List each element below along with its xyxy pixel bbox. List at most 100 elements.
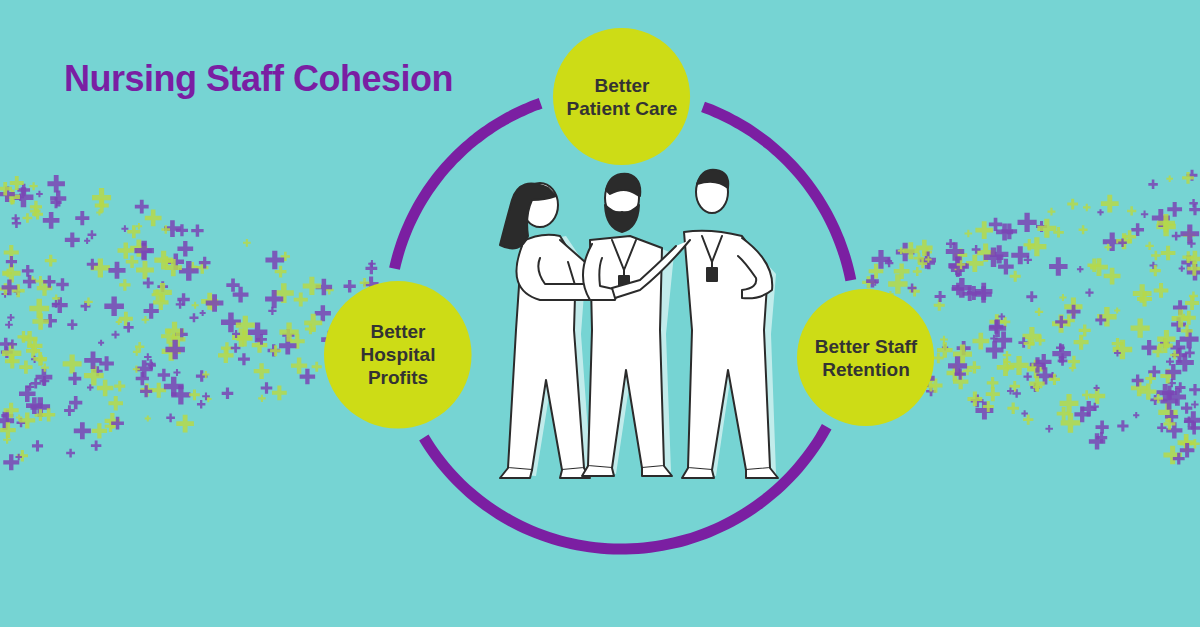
plus-sign (1180, 443, 1195, 458)
plus-sign (1154, 283, 1169, 298)
plus-sign (30, 182, 38, 190)
plus-sign (1112, 338, 1124, 350)
plus-sign (140, 383, 153, 396)
plus-sign (63, 354, 82, 373)
plus-sign (1096, 421, 1109, 434)
plus-sign (1166, 175, 1173, 182)
plus-sign (256, 334, 267, 345)
diagram-title: Nursing Staff Cohesion (64, 58, 453, 100)
plus-sign (98, 340, 104, 346)
plus-sign (1048, 208, 1056, 216)
benefit-circle: Better Patient Care (553, 28, 690, 165)
plus-sign (22, 265, 34, 277)
plus-sign (84, 238, 90, 244)
plus-sign (119, 279, 130, 290)
plus-sign (294, 293, 308, 307)
plus-sign (1131, 319, 1150, 338)
plus-sign (15, 454, 21, 460)
plus-sign (68, 372, 81, 385)
plus-sign (123, 322, 133, 332)
plus-sign (116, 319, 122, 325)
plus-sign (27, 338, 42, 353)
plus-sign (158, 369, 170, 381)
benefit-circle: Better Hospital Profits (324, 281, 472, 429)
plus-sign (91, 440, 101, 450)
plus-sign (64, 405, 75, 416)
plus-sign (6, 256, 17, 267)
plus-sign (1141, 211, 1148, 218)
plus-sign (161, 225, 170, 234)
plus-sign (1029, 376, 1044, 391)
plus-sign (1059, 353, 1067, 361)
plus-sign (144, 303, 159, 318)
plus-sign (913, 267, 922, 276)
plus-sign (952, 278, 972, 298)
plus-sign (136, 223, 142, 229)
plus-sign (1172, 232, 1181, 241)
plus-sign (152, 289, 163, 300)
plus-sign (176, 224, 188, 236)
plus-sign (133, 366, 140, 373)
plus-sign (1189, 384, 1200, 396)
plus-sign (1189, 292, 1198, 301)
plus-sign (1007, 402, 1019, 414)
plus-sign (866, 275, 879, 288)
plus-sign (0, 422, 16, 438)
plus-sign (1175, 382, 1185, 392)
plus-sign (47, 175, 64, 192)
plus-sign (236, 316, 255, 335)
plus-sign (173, 369, 180, 376)
plus-sign (265, 290, 283, 308)
plus-sign (36, 191, 43, 198)
plus-sign (1150, 265, 1161, 276)
plus-sign (987, 377, 999, 389)
plus-sign (1035, 308, 1043, 316)
plus-sign (275, 266, 287, 278)
plus-sign (1137, 292, 1152, 307)
plus-sign (872, 250, 891, 269)
plus-sign (1003, 351, 1011, 359)
plus-sign (1090, 258, 1108, 276)
plus-sign (1049, 257, 1067, 275)
plus-sign (1151, 251, 1160, 260)
plus-sign (200, 310, 206, 316)
plus-sign (45, 255, 57, 267)
plus-sign (1024, 373, 1032, 381)
plus-sign (189, 389, 200, 400)
plus-sign (986, 341, 1004, 359)
plus-sign (989, 320, 1006, 337)
plus-sign (3, 436, 11, 444)
plus-sign (1181, 402, 1192, 413)
plus-sign (17, 184, 30, 197)
plus-sign (965, 230, 973, 238)
plus-sign (143, 278, 154, 289)
plus-sign (92, 423, 107, 438)
plus-sign (12, 214, 20, 222)
plus-sign (222, 388, 234, 400)
plus-sign (1024, 239, 1035, 250)
plus-sign (67, 320, 77, 330)
plus-sign (1079, 324, 1091, 336)
plus-sign (1173, 453, 1185, 465)
plus-sign (1148, 180, 1157, 189)
plus-sign (972, 333, 989, 350)
plus-sign (984, 247, 1004, 267)
plus-sign (1021, 410, 1028, 417)
plus-sign (32, 209, 43, 220)
plus-sign (270, 345, 281, 356)
plus-sign (1085, 289, 1093, 297)
node-text: Better Staff Retention (810, 335, 922, 381)
circle-shape (797, 289, 934, 426)
plus-sign (56, 278, 68, 290)
plus-sign (26, 397, 43, 414)
plus-sign (1079, 225, 1088, 234)
plus-sign (221, 312, 241, 332)
plus-sign (43, 212, 60, 229)
plus-sign (986, 387, 1000, 401)
plus-sign (998, 259, 1014, 275)
plus-sign (1158, 338, 1173, 353)
plus-sign (179, 261, 199, 281)
plus-sign (957, 260, 966, 269)
plus-sign (1131, 223, 1144, 236)
plus-sign (1074, 407, 1090, 423)
